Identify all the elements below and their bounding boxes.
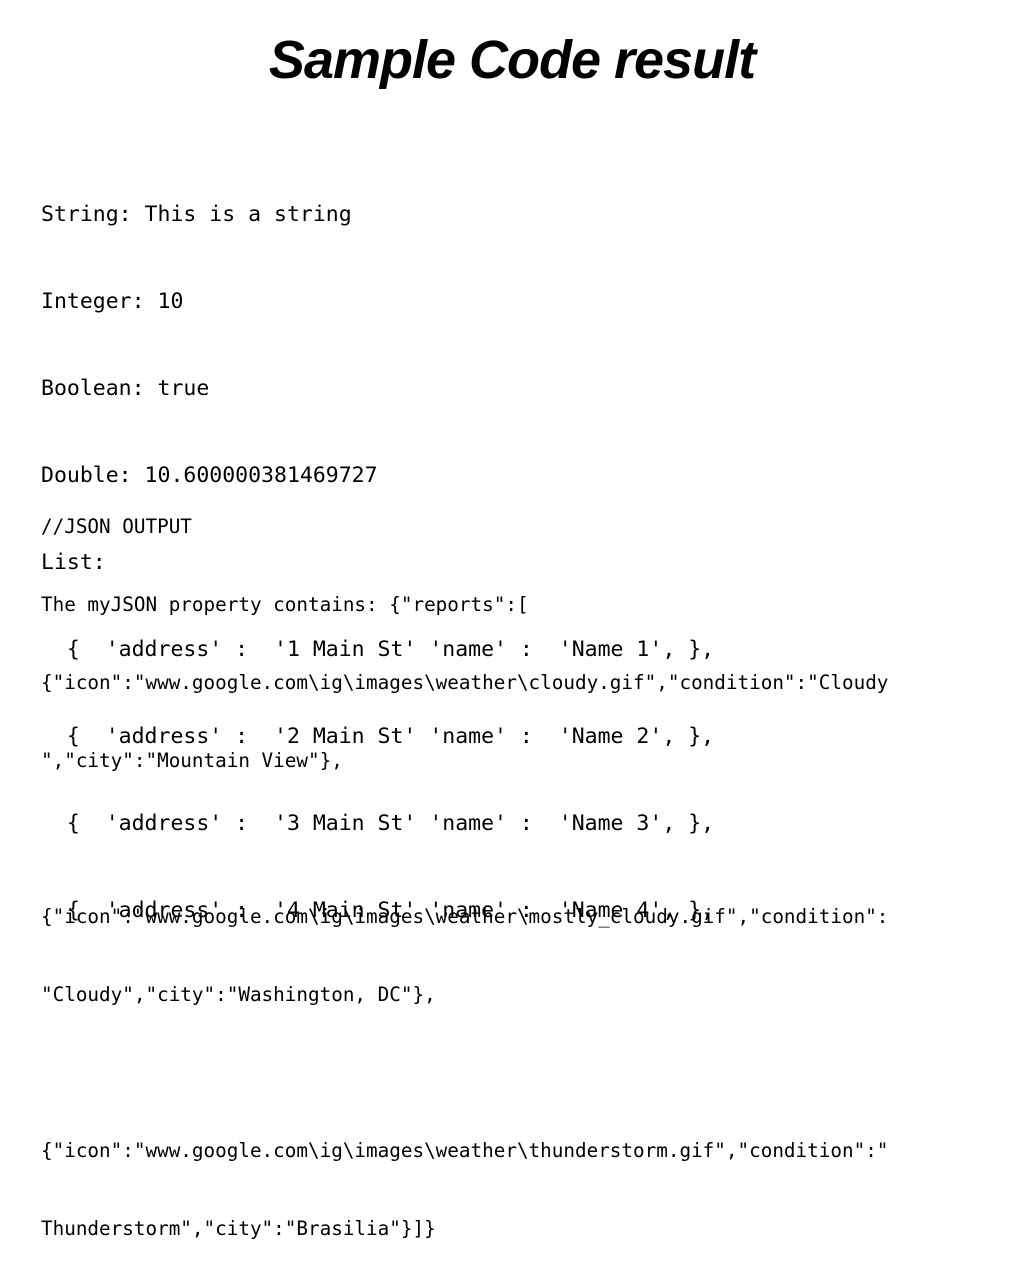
list-label: List: bbox=[41, 550, 106, 575]
double-output-line: Double: 10.600000381469727 bbox=[41, 463, 378, 488]
json-output-comment: //JSON OUTPUT bbox=[41, 515, 192, 538]
json-line-6: "Cloudy","city":"Washington, DC"}, bbox=[41, 983, 436, 1006]
list-item-1: { 'address' : '1 Main St' 'name' : 'Name… bbox=[41, 637, 715, 662]
json-output-block: //JSON OUTPUT The myJSON property contai… bbox=[41, 462, 1001, 1268]
integer-output-line: Integer: 10 bbox=[41, 289, 184, 314]
json-line-3: ","city":"Mountain View"}, bbox=[41, 749, 343, 772]
json-line-1: The myJSON property contains: {"reports"… bbox=[41, 593, 529, 616]
boolean-output-line: Boolean: true bbox=[41, 376, 210, 401]
json-line-4 bbox=[41, 826, 1001, 852]
json-line-7 bbox=[41, 1060, 1001, 1086]
json-line-2: {"icon":"www.google.com\ig\images\weathe… bbox=[41, 671, 889, 694]
json-line-8: {"icon":"www.google.com\ig\images\weathe… bbox=[41, 1139, 889, 1162]
slide-title: Sample Code result bbox=[268, 30, 756, 90]
json-line-9: Thunderstorm","city":"Brasilia"}]} bbox=[41, 1217, 436, 1240]
list-item-2: { 'address' : '2 Main St' 'name' : 'Name… bbox=[41, 724, 715, 749]
string-output-line: String: This is a string bbox=[41, 202, 352, 227]
json-line-5: {"icon":"www.google.com\ig\images\weathe… bbox=[41, 905, 889, 928]
